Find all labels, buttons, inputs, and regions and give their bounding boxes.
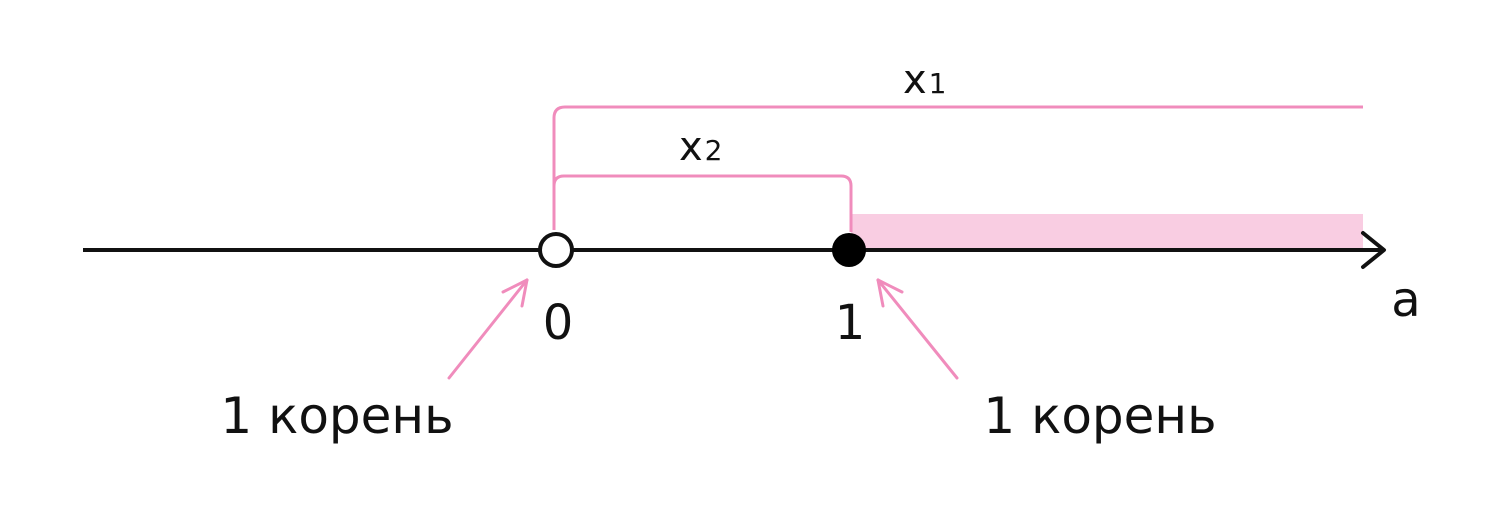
x1-bracket <box>552 105 1363 230</box>
tick-label-zero: 0 <box>543 295 574 351</box>
axis-variable-label: a <box>1391 272 1420 328</box>
x2-bracket <box>552 174 853 232</box>
axis-arrowhead <box>1361 231 1386 269</box>
right-root-note: 1 корень <box>983 387 1216 445</box>
tick-label-one: 1 <box>835 295 866 351</box>
highlight-region <box>851 214 1363 250</box>
right-annotation-arrow <box>876 278 959 380</box>
open-point-zero <box>538 232 574 268</box>
left-annotation-arrow <box>447 278 529 380</box>
left-root-note: 1 корень <box>220 387 453 445</box>
x2-label: x2 <box>679 124 723 170</box>
filled-point-one <box>832 233 866 267</box>
x1-label: x1 <box>903 57 947 103</box>
